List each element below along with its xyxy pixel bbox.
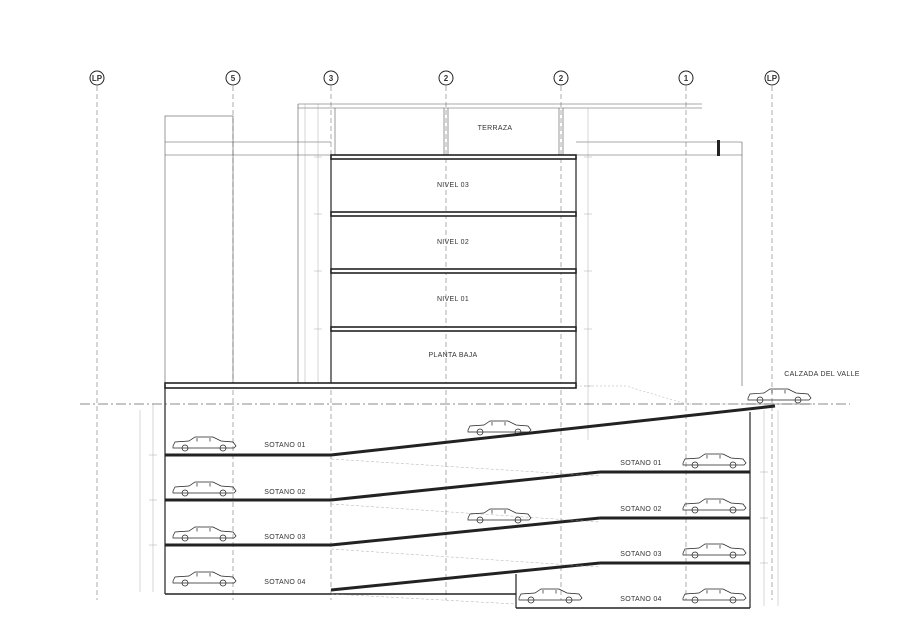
basement-label-right-4: SOTANO 04 — [620, 596, 661, 603]
basement-label-left-3: SOTANO 03 — [264, 534, 305, 541]
car-icon — [172, 481, 237, 497]
basement-label-right-1: SOTANO 01 — [620, 460, 661, 467]
axis-marker-3: 3 — [323, 70, 339, 86]
axis-marker-5: 5 — [225, 70, 241, 86]
dimension-lines — [139, 103, 779, 606]
axis-marker-lp-right: LP — [764, 70, 780, 86]
tower: TERRAZA NIVEL 03 NIVEL 02 NIVEL 01 PLANT… — [297, 103, 702, 386]
basement-label-right-2: SOTANO 02 — [620, 506, 661, 513]
axis-markers: LP 5 3 2 2 1 LP — [89, 70, 780, 86]
car-icon — [172, 526, 237, 542]
car-icon — [682, 543, 747, 559]
axis-marker-lp-left: LP — [89, 70, 105, 86]
axis-marker-2a: 2 — [438, 70, 454, 86]
car-icon — [518, 588, 583, 604]
level-label-planta-baja: PLANTA BAJA — [428, 352, 477, 359]
cars — [172, 388, 812, 604]
basement-structure: SOTANO 01 SOTANO 02 SOTANO 03 SOTANO 04 … — [164, 382, 776, 609]
level-label-nivel-03: NIVEL 03 — [437, 182, 469, 189]
axis-label: 2 — [559, 74, 564, 83]
axis-label: LP — [767, 74, 778, 83]
level-label-nivel-02: NIVEL 02 — [437, 239, 469, 246]
car-icon — [682, 498, 747, 514]
axis-label: 2 — [444, 74, 449, 83]
car-icon — [682, 588, 747, 604]
level-label-terraza: TERRAZA — [478, 125, 513, 132]
basement-label-right-3: SOTANO 03 — [620, 551, 661, 558]
axis-label: 1 — [684, 74, 689, 83]
axis-lines — [96, 86, 773, 600]
car-icon — [682, 453, 747, 469]
ground-line — [80, 385, 850, 405]
level-label-nivel-01: NIVEL 01 — [437, 296, 469, 303]
car-icon — [172, 571, 237, 587]
car-icon — [747, 388, 812, 404]
axis-label: 5 — [231, 74, 236, 83]
street-label: CALZADA DEL VALLE — [784, 371, 860, 378]
axis-marker-2b: 2 — [553, 70, 569, 86]
basement-label-left-1: SOTANO 01 — [264, 442, 305, 449]
car-icon — [467, 508, 532, 524]
axis-marker-1: 1 — [678, 70, 694, 86]
car-icon — [172, 436, 237, 452]
basement-label-left-2: SOTANO 02 — [264, 489, 305, 496]
axis-label: 3 — [329, 74, 334, 83]
axis-label: LP — [92, 74, 103, 83]
basement-label-left-4: SOTANO 04 — [264, 579, 305, 586]
